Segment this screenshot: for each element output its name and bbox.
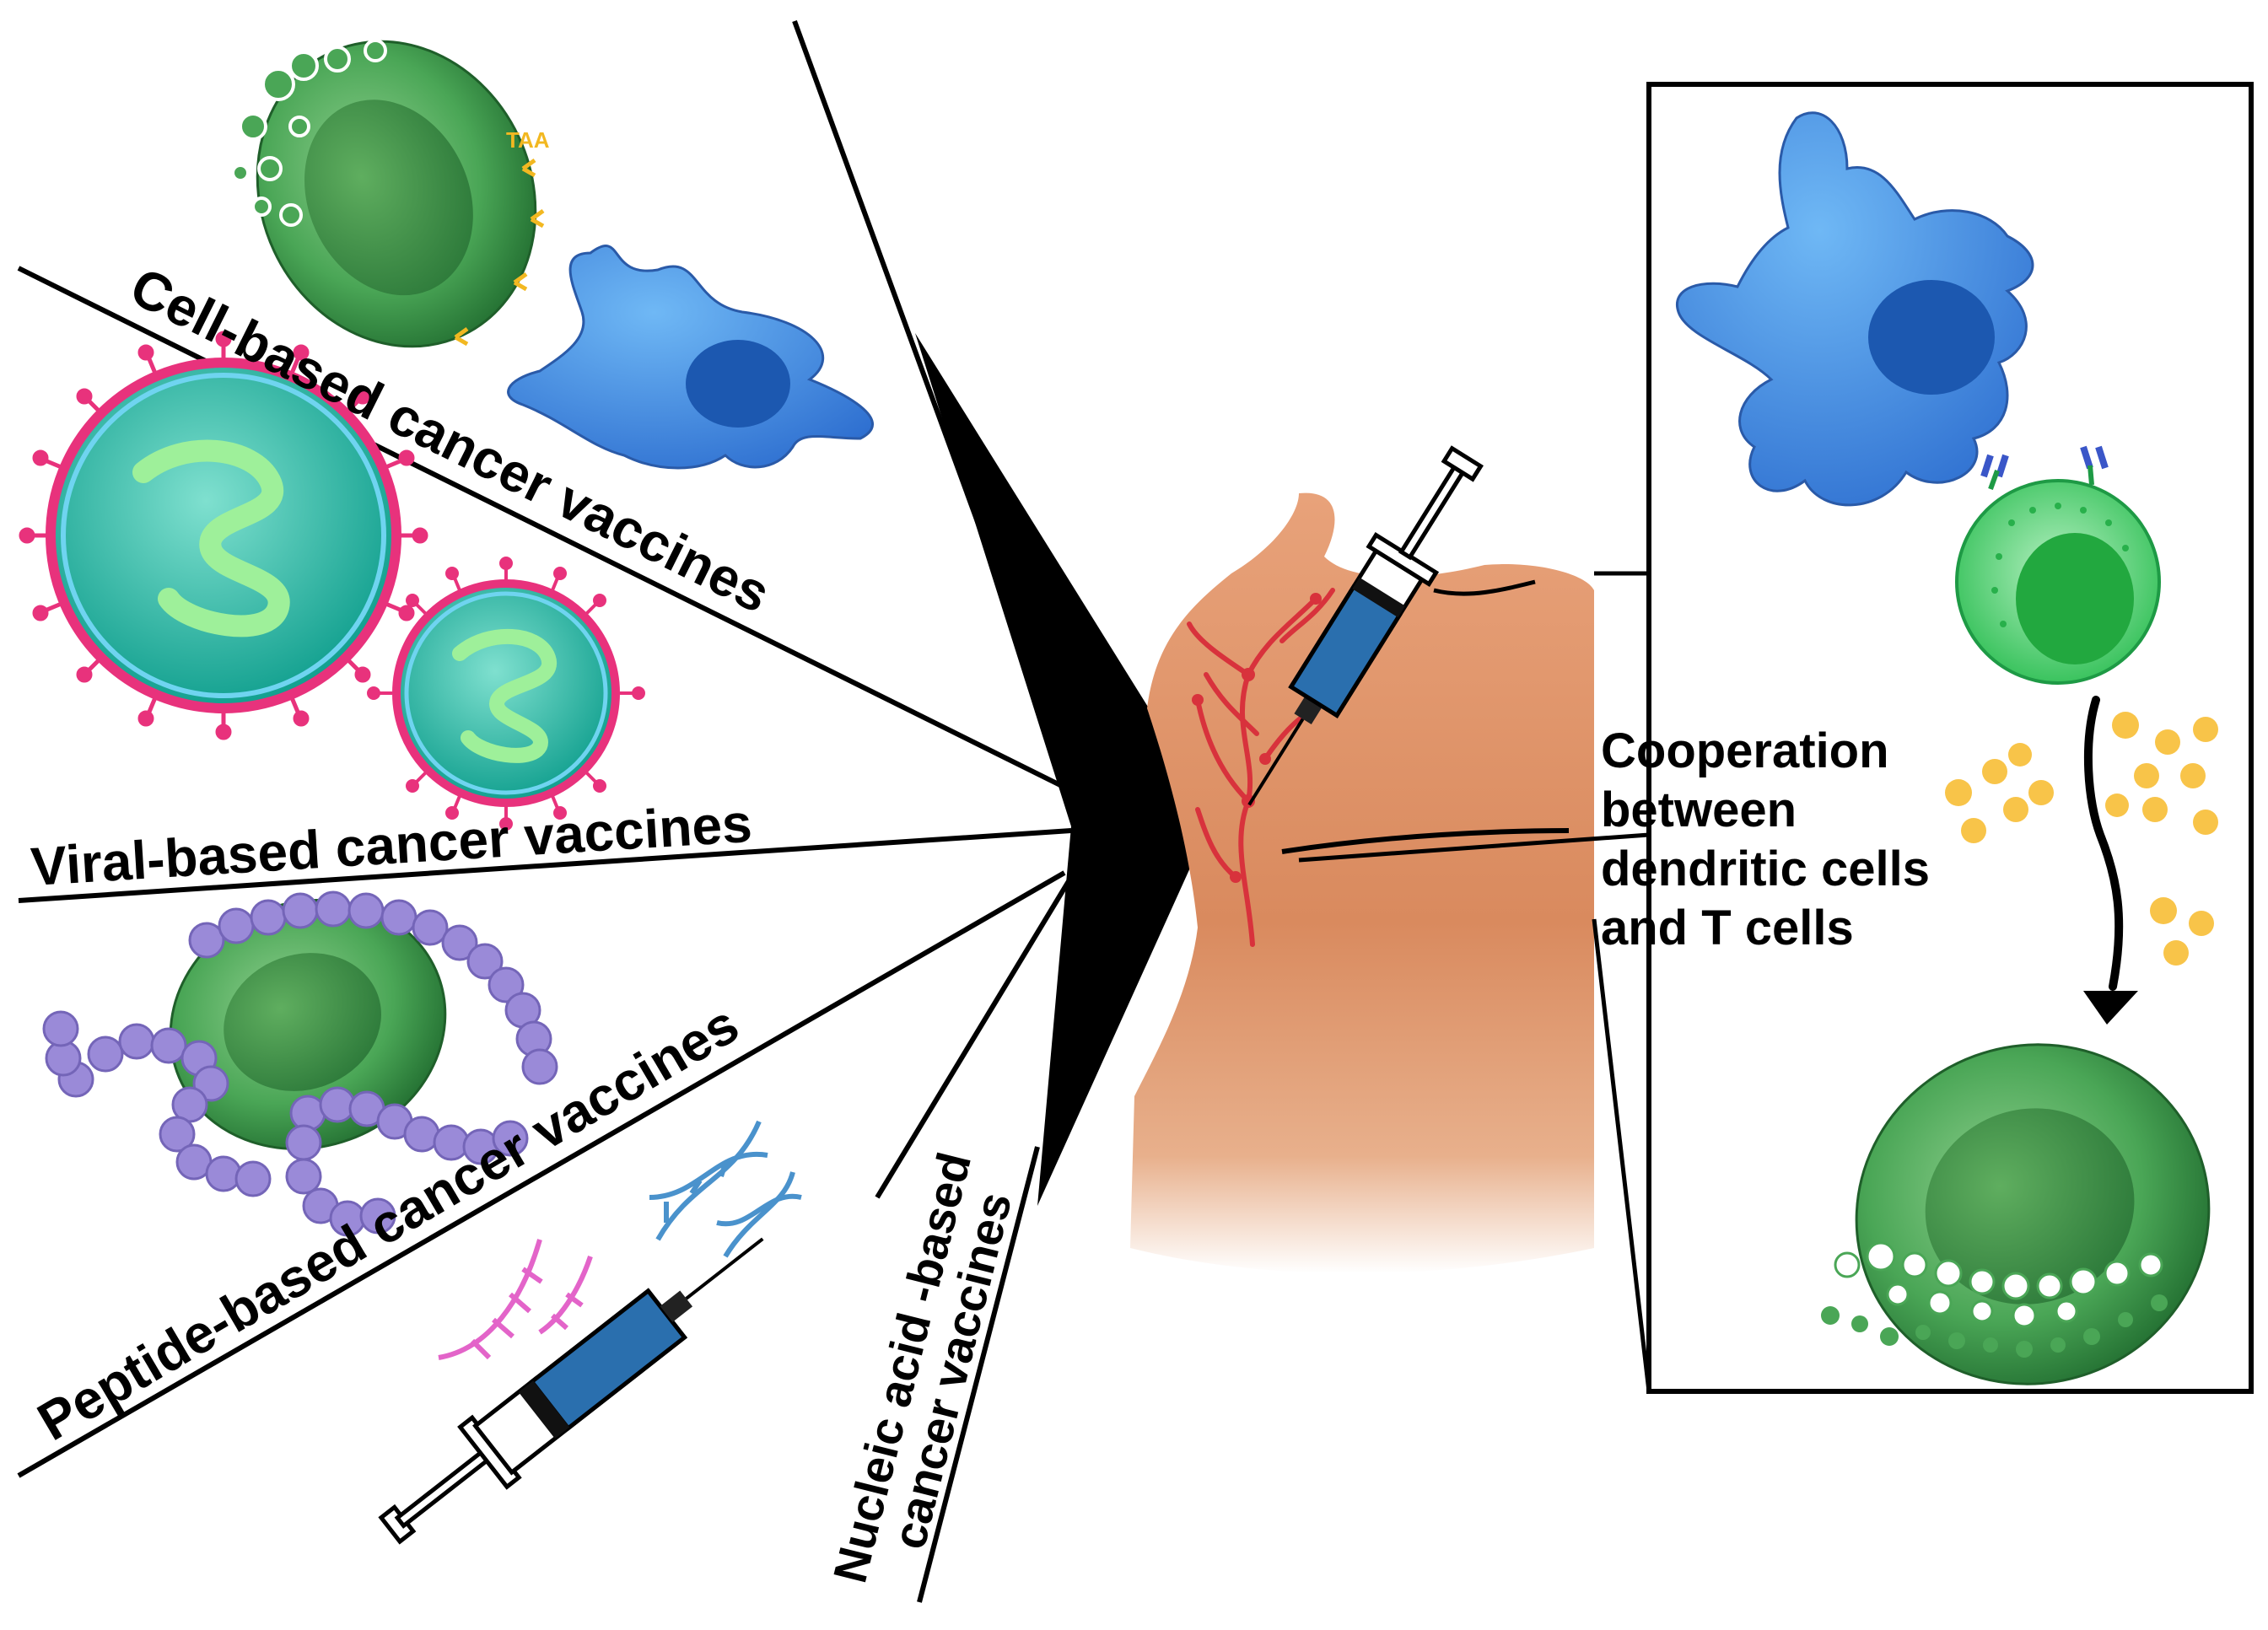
coop-line-1: Cooperation <box>1601 724 1889 778</box>
virus-small <box>367 557 645 831</box>
coop-line-3: dendritic cells <box>1601 842 1930 896</box>
rna-strand-icon <box>438 1239 593 1360</box>
lymph-nodes <box>1192 593 1322 883</box>
t-cell <box>1955 465 2161 685</box>
syringe-icon <box>378 1237 764 1545</box>
cytokines <box>1945 712 2218 966</box>
dying-tumor-cell <box>1821 1043 2211 1385</box>
coop-line-2: between <box>1601 783 1797 837</box>
membrane-fragments <box>231 39 387 227</box>
label-viral-based: Viral-based cancer vaccines <box>29 793 753 897</box>
dendritic-cell-right <box>1675 111 2109 507</box>
peptide-tumor-cell <box>42 890 558 1237</box>
cell-debris <box>1834 1241 2163 1328</box>
dna-helix-icon <box>649 1120 802 1258</box>
divider-lines <box>17 19 1082 1603</box>
dendritic-cell-left <box>507 245 874 470</box>
focus-wedge <box>915 333 1215 1206</box>
activation-arrow <box>2083 696 2138 1025</box>
taa-antigens <box>454 158 545 347</box>
tumor-cell-with-taa: TAA <box>231 39 550 348</box>
virus-large <box>19 331 428 740</box>
coop-line-4: and T cells <box>1601 901 1854 955</box>
taa-label: TAA <box>506 127 550 153</box>
peptide-chains <box>42 890 558 1237</box>
syringe-injection-icon <box>1247 445 1484 806</box>
human-torso <box>1130 492 1594 1273</box>
zoom-lines <box>1298 571 1651 1392</box>
